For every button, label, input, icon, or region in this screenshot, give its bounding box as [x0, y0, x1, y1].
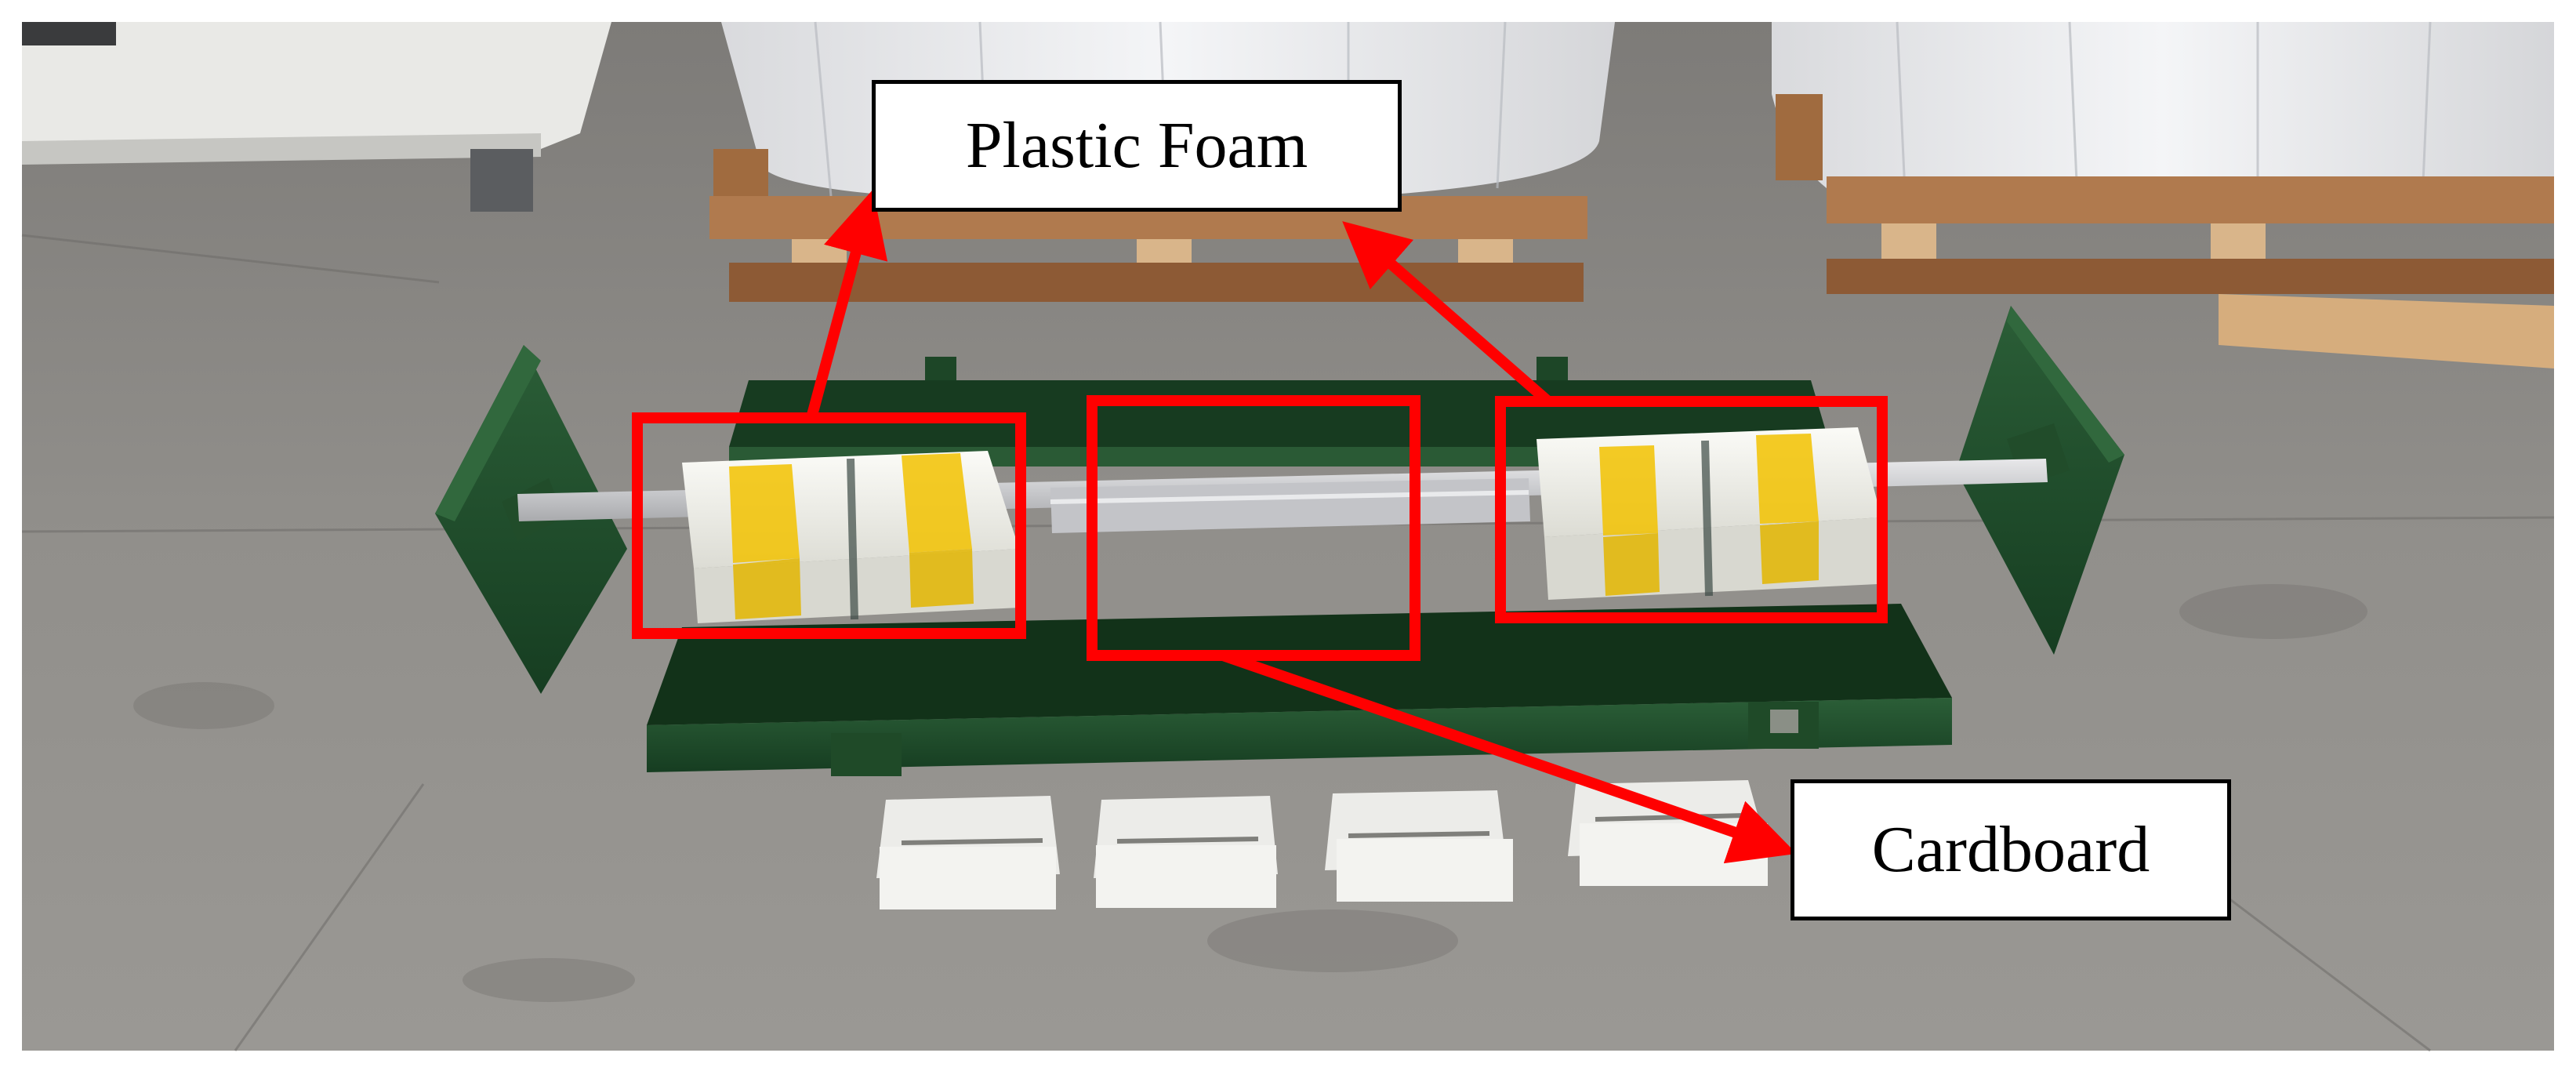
cardboard-block — [876, 796, 1060, 909]
annotation-arrows — [806, 189, 1797, 864]
foam-block-right — [1537, 427, 1881, 600]
foam-highlight-box-right — [1495, 396, 1888, 623]
cardboard-block — [1094, 796, 1278, 908]
foam-block-left — [682, 451, 1019, 623]
cardboard-blocks — [876, 780, 1768, 909]
cardboard-block — [1325, 790, 1513, 902]
bulk-bag-right — [1772, 21, 2554, 202]
arrow-head — [806, 189, 888, 419]
floor-stains — [133, 584, 2367, 1002]
arrow-head — [1221, 650, 1797, 864]
cardboard-highlight-box — [1087, 395, 1420, 661]
foam-highlight-box-left — [632, 412, 1026, 639]
cardboard-label: Cardboard — [1791, 779, 2231, 920]
arrow-head — [1342, 221, 1552, 406]
annotations — [632, 395, 1888, 661]
concrete-block — [22, 22, 611, 212]
plastic-foam-label: Plastic Foam — [872, 80, 1402, 212]
pallet-right — [1776, 94, 2554, 368]
